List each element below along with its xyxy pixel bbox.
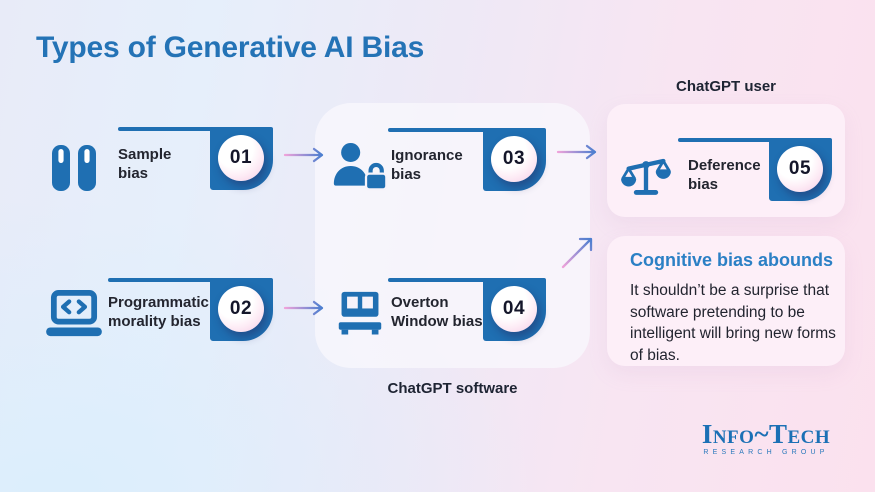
- test-tubes-icon: [48, 143, 100, 193]
- chatgpt-user-label: ChatGPT user: [675, 78, 777, 95]
- item-number-block: 03: [483, 128, 546, 191]
- arrow-sample-to-ignorance-icon: [283, 147, 325, 163]
- item-number-badge: 04: [491, 286, 537, 332]
- user-lock-icon: [332, 142, 388, 192]
- item-number-badge: 03: [491, 136, 537, 182]
- item-number-block: 05: [769, 138, 832, 201]
- item-number-block: 01: [210, 127, 273, 190]
- window-icon: [336, 290, 384, 338]
- laptop-code-icon: [45, 290, 103, 338]
- infotech-logo: Info~Tech Research Group: [688, 419, 844, 457]
- callout-body: It shouldn’t be a surprise that software…: [630, 282, 836, 364]
- item-line: [108, 278, 273, 282]
- item-label: Sample bias: [118, 146, 172, 182]
- cognitive-callout-card: [607, 236, 845, 366]
- bias-item-deference: Deference bias 05: [620, 138, 832, 206]
- callout-heading: Cognitive bias abounds: [630, 250, 834, 270]
- chatgpt-software-label: ChatGPT software: [387, 380, 518, 397]
- item-line: [118, 127, 273, 131]
- bias-item-sample: Sample bias 01: [48, 127, 273, 195]
- bias-item-programmatic-morality: Programmatic morality bias 02: [45, 278, 273, 346]
- item-number-badge: 02: [218, 286, 264, 332]
- bias-item-overton-window: Overton Window bias 04: [336, 278, 546, 346]
- infotech-subtitle: Research Group: [703, 449, 829, 456]
- infotech-wordmark: Info~Tech: [701, 419, 831, 449]
- bias-item-ignorance: Ignorance bias 03: [332, 128, 546, 196]
- item-label: Deference bias: [688, 157, 761, 193]
- item-number-badge: 05: [777, 146, 823, 192]
- arrow-ignorance-to-deference-icon: [556, 144, 598, 160]
- item-line: [678, 138, 832, 142]
- item-label: Overton Window bias: [391, 294, 483, 330]
- item-line: [388, 128, 546, 132]
- item-number-badge: 01: [218, 135, 264, 181]
- balance-scale-icon: [620, 151, 672, 197]
- item-number-block: 02: [210, 278, 273, 341]
- arrow-programmatic-to-overton-icon: [283, 300, 325, 316]
- item-number-block: 04: [483, 278, 546, 341]
- arrow-overton-to-callout-icon: [558, 232, 598, 272]
- item-line: [388, 278, 546, 282]
- item-label: Ignorance bias: [391, 147, 463, 183]
- page-title: Types of Generative AI Bias: [36, 31, 425, 64]
- item-label: Programmatic morality bias: [108, 294, 209, 330]
